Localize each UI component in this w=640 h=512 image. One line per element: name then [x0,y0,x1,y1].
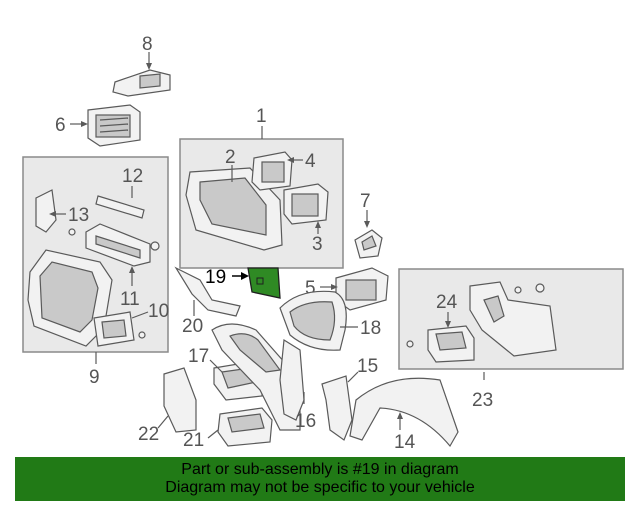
banner-line-1: Part or sub-assembly is #19 in diagram [181,461,459,478]
callout-22: 22 [138,424,159,445]
callout-12: 12 [122,166,143,187]
callout-20: 20 [182,316,203,337]
callout-3: 3 [312,234,323,255]
part-12-strip[interactable] [95,195,145,219]
callout-9: 9 [89,367,100,388]
part-4-vent[interactable] [251,151,293,191]
part-7-clip[interactable] [354,229,383,259]
part-22-panel[interactable] [163,367,197,433]
screw-parts [68,228,545,348]
part-9-bezel[interactable] [27,249,113,347]
part-11-panel[interactable] [85,223,151,267]
callout-23: 23 [472,390,493,411]
part-3-vent[interactable] [283,183,329,225]
callout-5: 5 [305,278,316,299]
callout-19: 19 [205,267,226,288]
callout-15: 15 [357,356,378,377]
callout-21: 21 [183,430,204,451]
callout-11: 11 [120,289,140,310]
part-20-seal[interactable] [174,266,241,317]
part-13-bracket[interactable] [35,189,57,233]
part-5-vent[interactable] [335,267,389,311]
part-8-trim[interactable] [112,69,171,97]
callout-10: 10 [148,301,169,322]
callout-13: 13 [68,205,89,226]
callout-2: 2 [225,147,236,168]
banner-line-2: Diagram may not be specific to your vehi… [165,479,475,496]
part-15-trim[interactable] [321,375,353,441]
callout-24: 24 [436,292,458,313]
part-6-vent[interactable] [87,104,141,147]
callout-17: 17 [188,346,209,367]
callout-1: 1 [256,106,267,127]
part-21-tray[interactable] [217,407,273,447]
part-18-cluster-hood[interactable] [279,290,347,351]
part-24-pocket[interactable] [427,325,475,363]
callout-4: 4 [305,151,316,172]
callout-16: 16 [295,411,316,432]
part-10-switch[interactable] [93,311,135,347]
part-23-panel[interactable] [469,281,557,357]
callout-14: 14 [394,432,416,453]
callout-18: 18 [360,318,381,339]
part-console-panel[interactable] [211,323,301,431]
part-16-bracket[interactable] [279,338,305,421]
info-banner: Part or sub-assembly is #19 in diagram D… [15,457,625,501]
part-19-highlighted[interactable] [247,267,281,299]
part-14-garnish[interactable] [349,377,459,448]
callout-7: 7 [360,191,371,212]
callout-8: 8 [142,34,153,55]
callout-6: 6 [55,115,66,136]
